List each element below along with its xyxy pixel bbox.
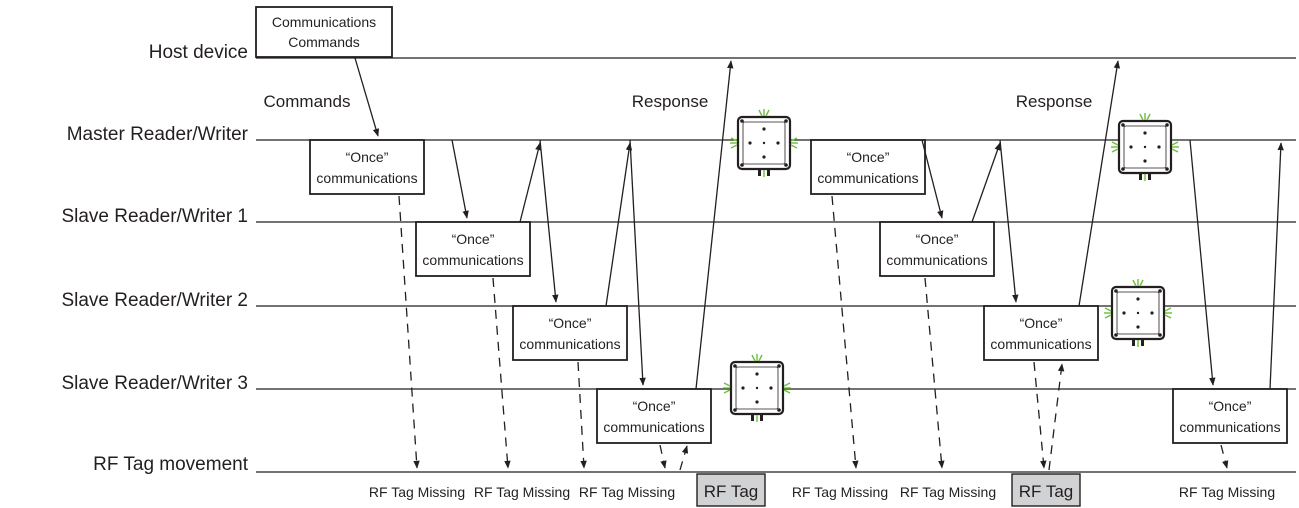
lane-label-slave-3: Slave Reader/Writer 3 [61, 373, 248, 394]
once-box-master-1: “Once” communications [309, 139, 425, 195]
arrow-slave1-master-2 [971, 142, 1001, 223]
once-box-master-2: “Once” communications [810, 139, 926, 195]
arrow-slave3-master-2 [1269, 142, 1284, 390]
once-line2: communications [519, 336, 620, 352]
lane-label-rf-tag: RF Tag movement [93, 454, 249, 475]
arrow-master-slave3-2 [1189, 139, 1216, 386]
communications-commands-line1: Communications [272, 14, 376, 30]
once-line1: “Once” [916, 231, 959, 247]
once-line2: communications [990, 336, 1091, 352]
arrow-master-slave2-1 [539, 139, 559, 303]
dashed-arrow-tag-missing-8 [1220, 444, 1229, 469]
reader-writer-antenna-icon [728, 107, 800, 179]
rf-tag-missing-label-1: RF Tag Missing [369, 484, 465, 500]
response-label-1: Response [632, 92, 709, 111]
once-line1: “Once” [847, 149, 890, 165]
communications-commands-box [255, 6, 393, 58]
dashed-arrow-tag-missing-4 [659, 444, 667, 469]
once-line2: communications [316, 170, 417, 186]
once-line2: communications [422, 252, 523, 268]
once-line2: communications [603, 419, 704, 435]
lane-label-host: Host device [149, 42, 248, 63]
rf-tag-box-1 [696, 473, 766, 507]
once-line1: “Once” [633, 398, 676, 414]
once-box-slave3-2: “Once” communications [1172, 388, 1288, 444]
once-line2: communications [886, 252, 987, 268]
once-line2: communications [1179, 419, 1280, 435]
rf-tag-label-2: RF Tag [1019, 482, 1074, 501]
rf-tag-label-1: RF Tag [704, 482, 759, 501]
dashed-arrow-tag-detected-2 [1048, 363, 1065, 471]
dashed-arrow-tag-missing-5 [831, 195, 859, 469]
dashed-arrow-tag-missing-3 [577, 361, 587, 469]
arrow-master-slave1-2 [921, 139, 944, 219]
commands-label: Commands [264, 92, 351, 111]
dashed-arrow-tag-detected-1 [679, 445, 689, 471]
rf-tag-missing-label-3: RF Tag Missing [579, 484, 675, 500]
reader-writer-antenna-icon [1102, 277, 1174, 349]
arrow-master-slave1-1 [451, 139, 469, 219]
once-box-slave2-1: “Once” communications [512, 305, 628, 361]
once-line1: “Once” [549, 315, 592, 331]
communications-commands-line2: Commands [288, 34, 360, 50]
rf-tag-missing-label-6: RF Tag Missing [1179, 484, 1275, 500]
arrow-master-slave3-1 [629, 139, 646, 386]
once-box-slave1-1: “Once” communications [415, 221, 531, 277]
rf-tag-box-2 [1011, 473, 1081, 507]
dashed-arrow-tag-missing-1 [398, 195, 420, 469]
lane-label-master: Master Reader/Writer [67, 124, 249, 145]
arrow-commands-host-master [354, 57, 380, 137]
once-line1: “Once” [346, 149, 389, 165]
dashed-arrow-tag-missing-7 [1033, 361, 1047, 469]
once-line1: “Once” [1209, 398, 1252, 414]
reader-writer-antenna-icon [1109, 111, 1181, 183]
once-line2: communications [817, 170, 918, 186]
response-label-2: Response [1016, 92, 1093, 111]
reader-writer-antenna-icon [721, 352, 793, 424]
rf-tag-missing-label-2: RF Tag Missing [474, 484, 570, 500]
arrow-slave2-host-response-2 [1078, 60, 1121, 307]
rf-tag-missing-label-4: RF Tag Missing [792, 484, 888, 500]
once-line1: “Once” [1020, 315, 1063, 331]
arrow-slave1-master-1 [519, 142, 542, 223]
arrow-slave2-master-1 [605, 142, 633, 307]
lane-label-slave-1: Slave Reader/Writer 1 [61, 206, 248, 227]
arrow-master-slave2-2 [999, 139, 1019, 303]
once-line1: “Once” [452, 231, 495, 247]
arrow-slave3-host-response-1 [695, 60, 734, 390]
rf-tag-missing-label-5: RF Tag Missing [900, 484, 996, 500]
lane-label-slave-2: Slave Reader/Writer 2 [61, 290, 248, 311]
once-box-slave2-2: “Once” communications [983, 305, 1099, 361]
once-box-slave1-2: “Once” communications [879, 221, 995, 277]
once-box-slave3-1: “Once” communications [596, 388, 712, 444]
